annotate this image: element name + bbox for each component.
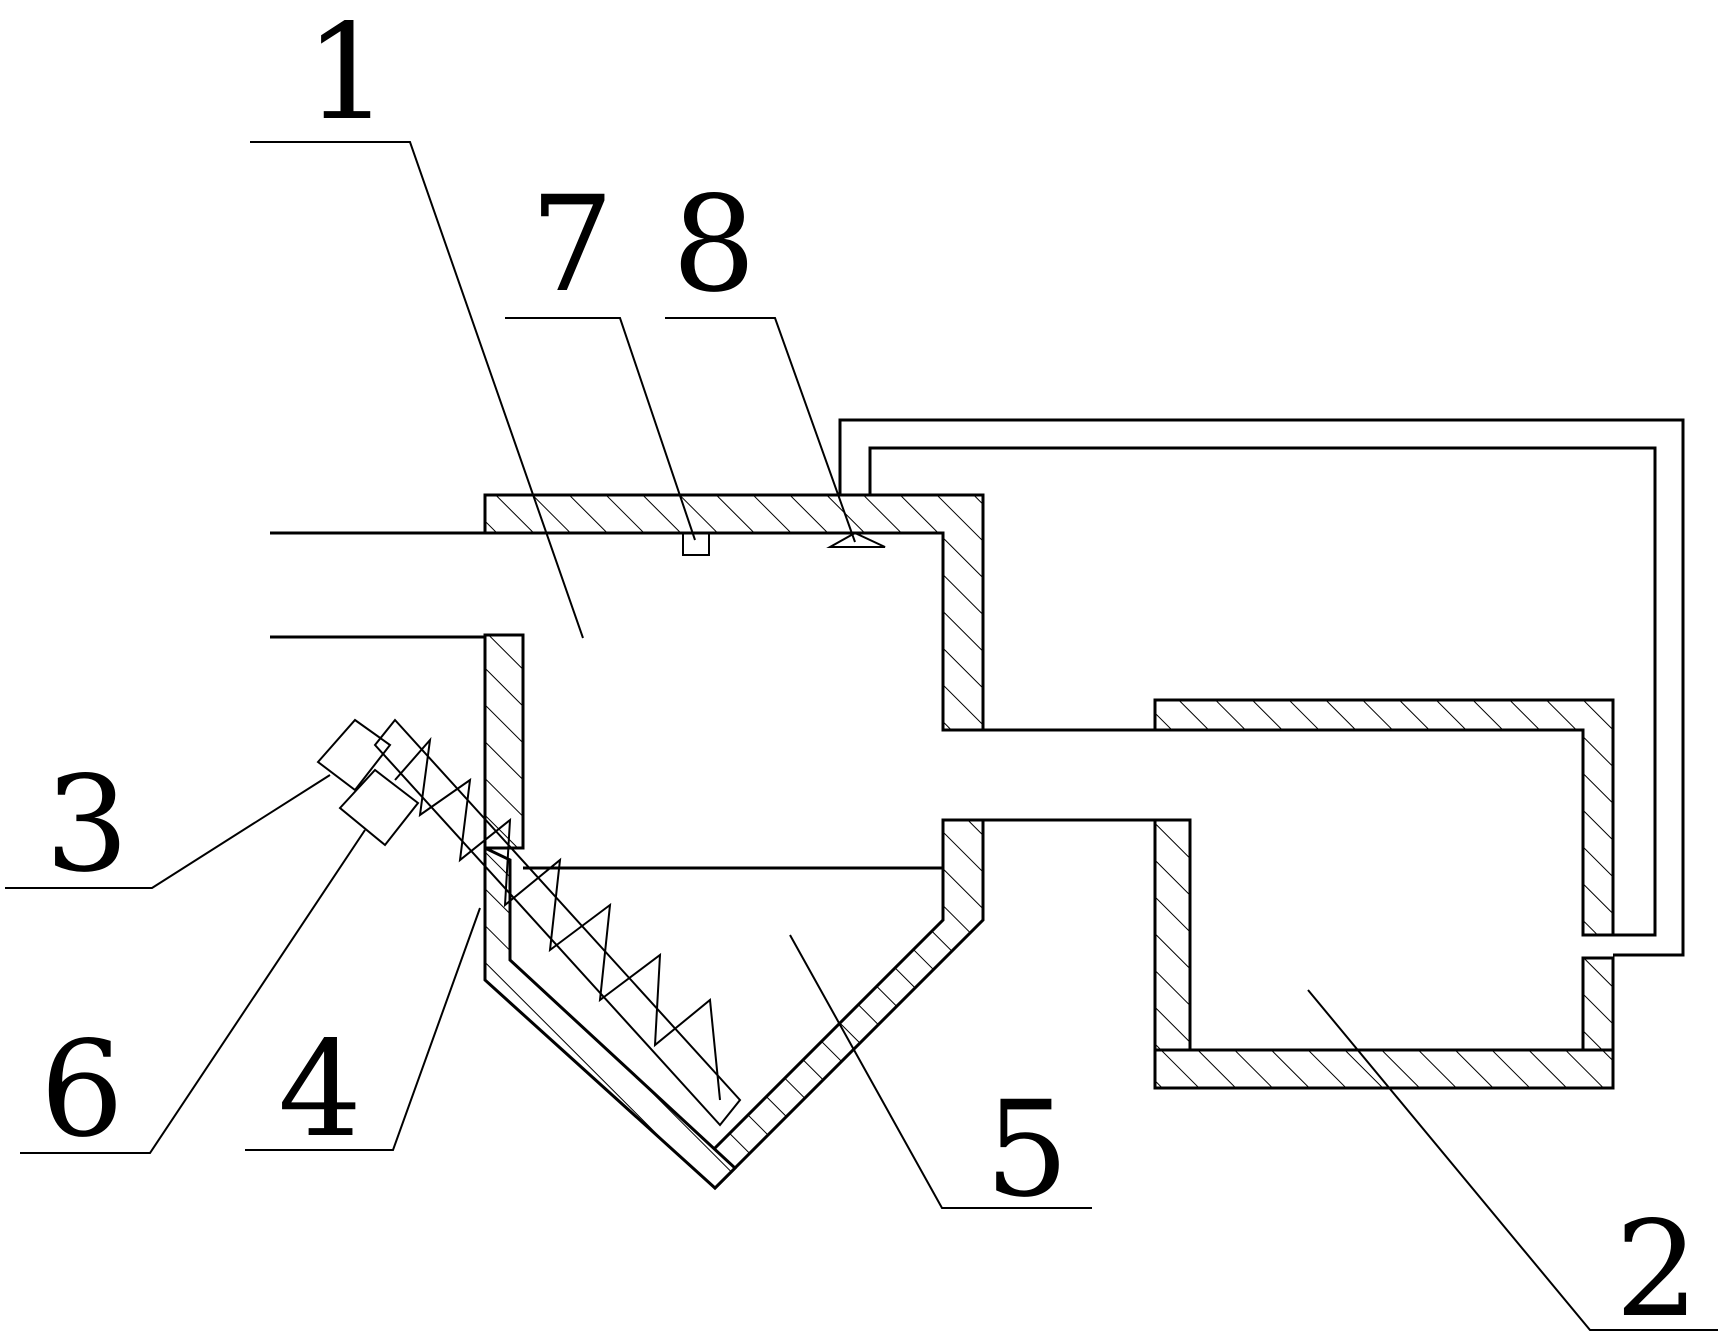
secondary-chamber [1153,698,1615,1090]
leader-lines [5,141,1718,1331]
return-pipe-outer [838,418,1685,957]
label-8: 8 [672,168,756,322]
connecting-pipe [983,728,1155,822]
label-4: 4 [278,1013,362,1167]
label-6: 6 [40,1013,124,1167]
coupling-block [338,768,420,847]
leader-2 [1307,989,1718,1331]
secondary-right-lower-wall [1581,956,1615,1052]
screw-spring [394,736,721,1101]
main-chamber-top-wall [483,493,985,732]
motor-block [316,718,392,792]
label-2: 2 [1615,1193,1699,1339]
hopper-slanted-wall [483,845,738,1191]
secondary-left-wall [1153,818,1192,1052]
leader-5 [789,934,1092,1209]
label-5: 5 [985,1073,1069,1227]
leader-8 [665,317,856,543]
label-1: 1 [305,0,389,150]
leader-4 [245,907,481,1151]
return-pipe-inner [868,446,1657,937]
secondary-top-wall [1153,698,1615,937]
hopper-right-wall [692,818,985,1191]
main-chamber-left-wall [483,633,525,850]
sensor-7 [682,532,710,556]
label-3: 3 [45,748,129,902]
leader-3 [5,774,331,889]
return-pipe [838,418,1685,957]
leader-7 [505,317,696,541]
leader-1 [250,141,584,639]
leader-6 [20,829,366,1154]
secondary-bottom-wall [1153,1048,1615,1090]
nozzle-8 [826,531,886,548]
label-7: 7 [530,168,614,322]
screw-housing [373,718,742,1127]
hopper-assembly [316,718,742,1191]
